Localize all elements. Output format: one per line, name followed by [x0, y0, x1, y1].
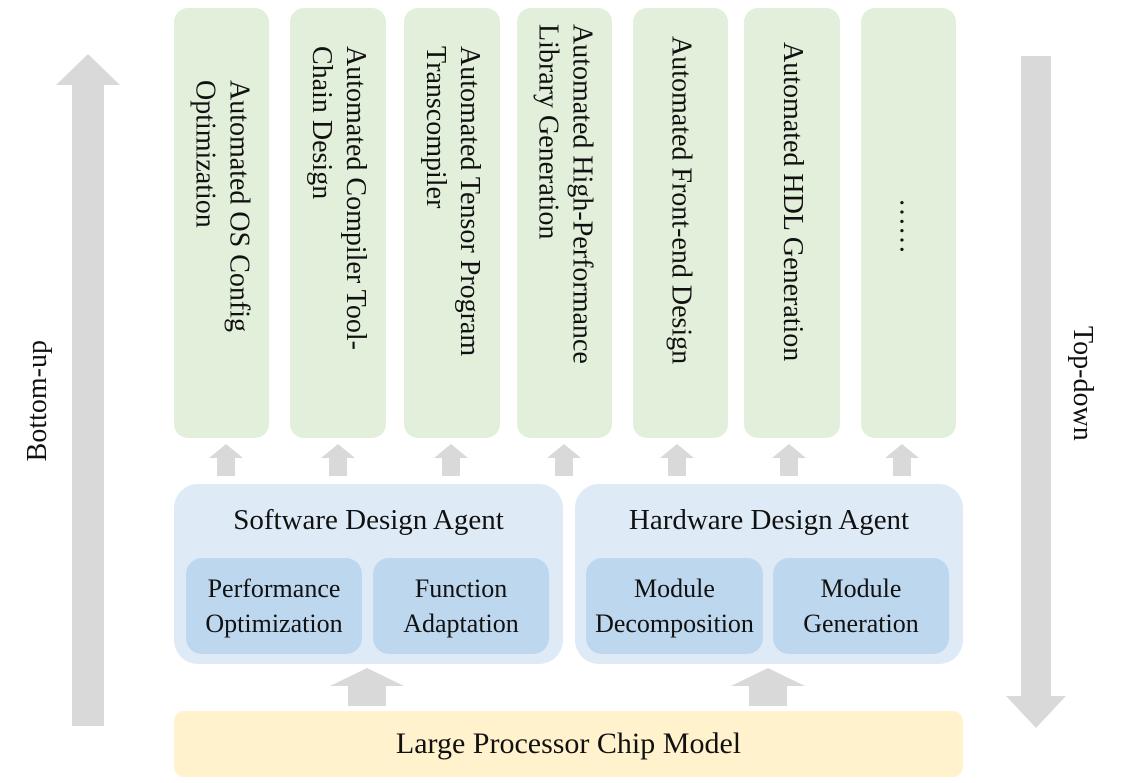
module-decomposition: Module Decomposition — [586, 558, 763, 654]
up-arrow-icon — [731, 668, 805, 706]
task-more: …… — [861, 8, 956, 438]
module-performance-optimization: Performance Optimization — [186, 558, 362, 654]
task-label: Automated OS Config Optimization — [189, 80, 255, 332]
up-arrow-icon — [330, 668, 404, 706]
up-arrow-icon — [885, 444, 919, 476]
bottom-up-label: Bottom-up — [22, 340, 53, 462]
task-label: Automated Front-end Design — [665, 36, 697, 365]
module-generation: Module Generation — [773, 558, 949, 654]
task-front-end-design: Automated Front-end Design — [633, 8, 728, 438]
software-agent-title: Software Design Agent — [233, 504, 504, 536]
up-arrow-icon — [434, 444, 468, 476]
up-arrow-icon — [209, 444, 243, 476]
task-hdl-generation: Automated HDL Generation — [744, 8, 840, 438]
top-down-label: Top-down — [1067, 326, 1098, 441]
hardware-agent-title: Hardware Design Agent — [628, 504, 910, 536]
task-os-config: Automated OS Config Optimization — [174, 8, 269, 438]
task-label: Automated Compiler Tool- Chain Design — [306, 46, 371, 350]
module-function-adaptation: Function Adaptation — [373, 558, 549, 654]
task-compiler-toolchain: Automated Compiler Tool- Chain Design — [290, 8, 386, 438]
software-design-agent: Software Design Agent Performance Optimi… — [174, 484, 563, 664]
task-hpc-library: Automated High-Performance Library Gener… — [517, 8, 612, 438]
hardware-design-agent: Hardware Design Agent Module Decompositi… — [575, 484, 963, 664]
task-label: Automated HDL Generation — [777, 42, 808, 362]
top-down-arrow — [1006, 56, 1066, 728]
bottom-up-arrow — [56, 54, 120, 726]
task-label: …… — [893, 198, 925, 254]
task-label: Automated High-Performance Library Gener… — [532, 24, 598, 364]
up-arrow-icon — [321, 444, 355, 476]
up-arrow-icon — [660, 444, 694, 476]
up-arrow-icon — [547, 444, 581, 476]
large-processor-chip-model: Large Processor Chip Model — [174, 711, 963, 777]
up-arrow-icon — [772, 444, 806, 476]
task-tensor-transcompiler: Automated Tensor Program Transcompiler — [404, 8, 500, 438]
task-label: Automated Tensor Program Transcompiler — [420, 46, 485, 357]
